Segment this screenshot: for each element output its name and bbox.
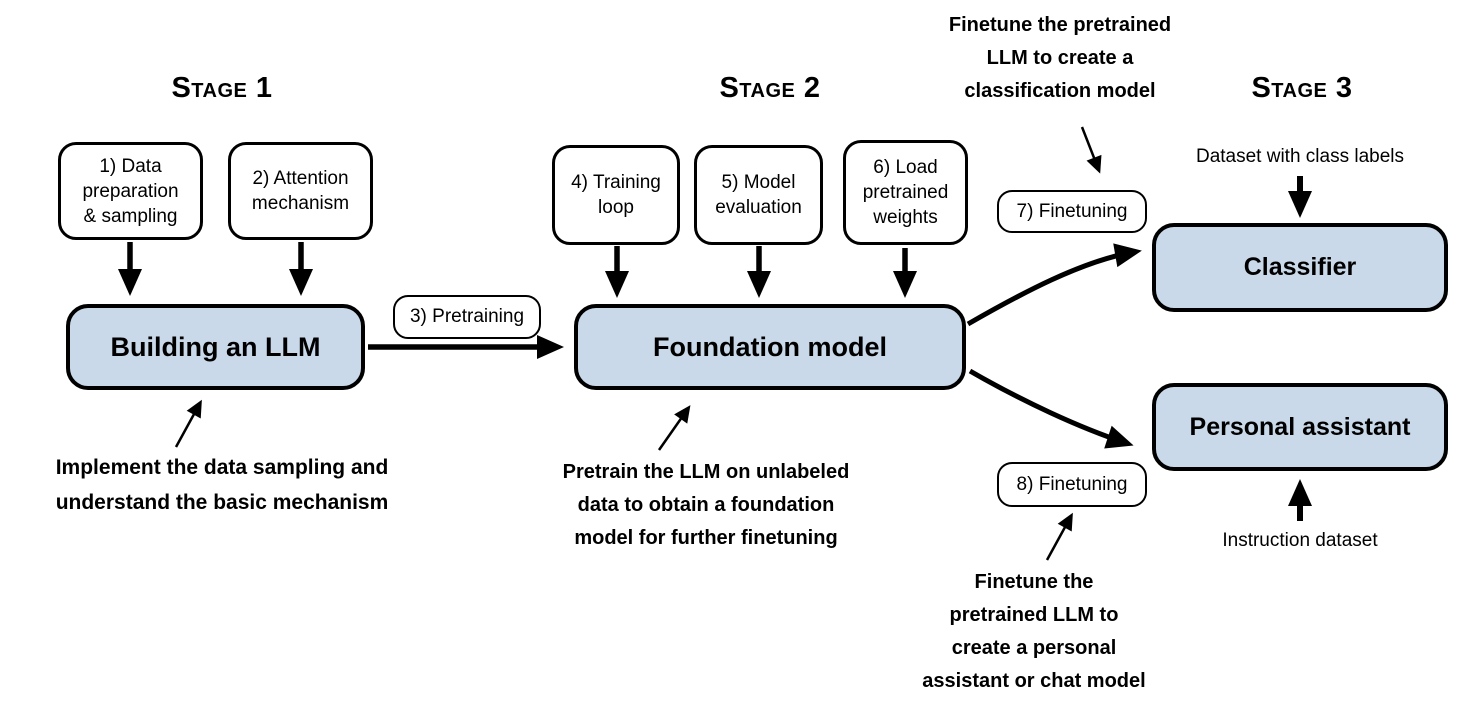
annotation-line: Pretrain the LLM on unlabeled xyxy=(562,461,850,483)
box-line: 1) Data xyxy=(99,155,162,177)
pill-finetuning-8: 8) Finetuning xyxy=(997,462,1147,507)
annotation-line: classification model xyxy=(964,80,1156,102)
box-training-loop: 4) Training loop xyxy=(552,145,680,245)
node-classifier: Classifier xyxy=(1152,223,1448,312)
box-line: 6) Load xyxy=(873,157,938,178)
stage-3-title: Stage 3 xyxy=(1251,72,1353,104)
annotation-line: data to obtain a foundation xyxy=(577,494,835,516)
annotation-finetune-classifier: Finetune the pretrained LLM to create a … xyxy=(910,9,1210,108)
annotation-line: understand the basic mechanism xyxy=(55,491,389,514)
annotation-implement: Implement the data sampling and understa… xyxy=(22,450,422,520)
annotation-line: pretrained LLM to xyxy=(949,604,1119,626)
annotation-finetune-assistant: Finetune the pretrained LLM to create a … xyxy=(884,566,1184,698)
box-model-evaluation: 5) Model evaluation xyxy=(694,145,823,245)
box-line: loop xyxy=(598,197,634,218)
annotation-line: Finetune the pretrained xyxy=(948,14,1172,36)
box-line: evaluation xyxy=(715,197,802,218)
arrow-pretrain-note-to-foundation xyxy=(657,405,691,451)
annotation-line: Finetune the xyxy=(974,571,1094,593)
box-line: & sampling xyxy=(83,205,178,227)
arrow-foundation-to-personal-assistant xyxy=(968,368,1134,449)
stage-2-title: Stage 2 xyxy=(719,72,821,104)
label-instruction-dataset: Instruction dataset xyxy=(1222,530,1378,551)
box-line: preparation xyxy=(82,180,179,202)
box-line: pretrained xyxy=(862,182,949,203)
node-building-llm: Building an LLM xyxy=(66,304,365,390)
pill-pretraining: 3) Pretraining xyxy=(393,295,541,339)
box-line: 5) Model xyxy=(721,172,796,193)
box-load-pretrained-weights: 6) Load pretrained weights xyxy=(843,140,968,245)
annotation-line: LLM to create a xyxy=(986,47,1134,69)
box-data-preparation: 1) Data preparation & sampling xyxy=(58,142,203,240)
annotation-line: Implement the data sampling and xyxy=(55,456,389,479)
box-line: weights xyxy=(873,207,938,228)
annotation-line: create a personal xyxy=(951,637,1117,659)
annotation-line: model for further finetuning xyxy=(574,527,838,549)
box-attention-mechanism: 2) Attention mechanism xyxy=(228,142,373,240)
pill-finetuning-7: 7) Finetuning xyxy=(997,190,1147,233)
stage-1-title: Stage 1 xyxy=(171,72,273,104)
box-line: 2) Attention xyxy=(252,168,349,189)
arrow-assistant-note-to-finetuning-8 xyxy=(1045,512,1073,561)
annotation-line: assistant or chat model xyxy=(922,670,1146,692)
node-foundation-model: Foundation model xyxy=(574,304,966,390)
box-line: 4) Training xyxy=(571,172,661,193)
arrow-foundation-to-classifier xyxy=(966,243,1142,327)
annotation-pretrain: Pretrain the LLM on unlabeled data to ob… xyxy=(531,456,881,555)
box-line: mechanism xyxy=(251,193,350,214)
arrow-implement-note-to-building xyxy=(174,399,202,448)
arrow-classifier-note-to-finetuning-7 xyxy=(1080,126,1102,174)
node-personal-assistant: Personal assistant xyxy=(1152,383,1448,471)
label-dataset-with-class-labels: Dataset with class labels xyxy=(1195,146,1405,167)
